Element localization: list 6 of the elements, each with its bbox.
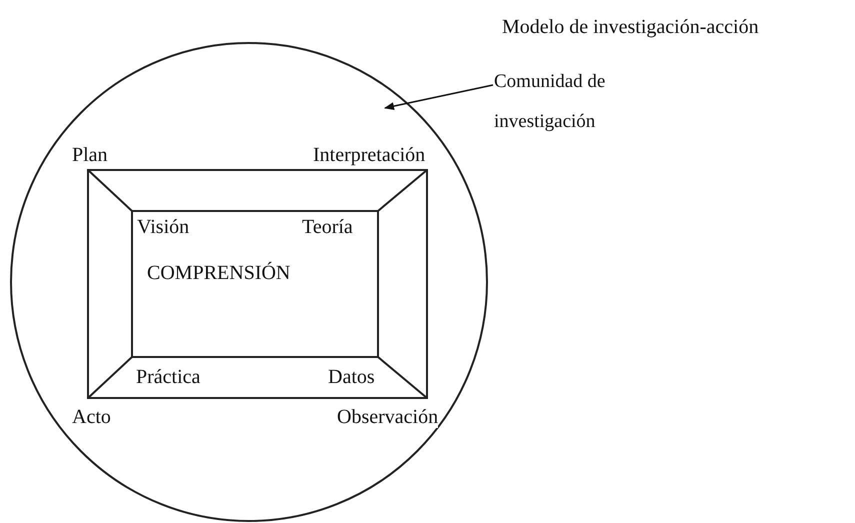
- circle: [10, 42, 488, 522]
- label: Observación: [337, 406, 438, 428]
- title: Modelo de investigación-acción: [502, 16, 759, 39]
- leader-line: [384, 84, 494, 110]
- callout-text: Comunidad de investigación: [494, 62, 634, 142]
- label: Interpretación: [313, 144, 426, 166]
